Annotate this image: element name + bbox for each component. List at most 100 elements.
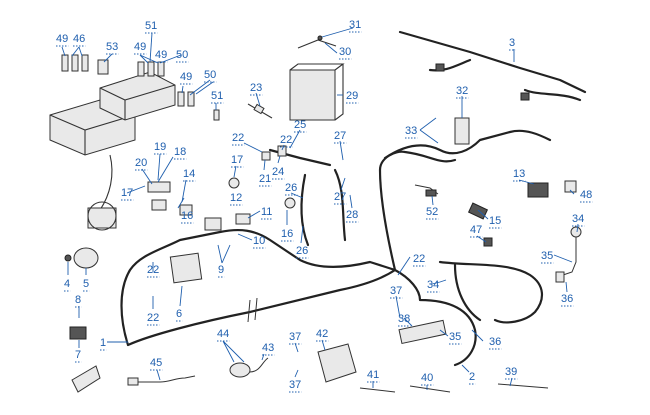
callout-34a[interactable]: 34 <box>572 213 584 225</box>
callout-12[interactable]: 12 <box>230 192 242 204</box>
callout-35b[interactable]: 35 <box>449 331 461 343</box>
callout-20[interactable]: 20 <box>135 157 147 169</box>
horn-5 <box>73 247 99 269</box>
callout-14[interactable]: 14 <box>183 168 195 180</box>
fuse-box-cover-edge <box>49 114 136 155</box>
callout-9[interactable]: 9 <box>218 264 224 276</box>
callout-37a[interactable]: 37 <box>390 285 402 297</box>
callout-17b[interactable]: 17 <box>231 154 243 166</box>
callout-16b[interactable]: 16 <box>281 228 293 240</box>
callout-22a[interactable]: 22 <box>232 132 244 144</box>
callout-50b[interactable]: 50 <box>204 69 216 81</box>
harness-break-mark <box>247 297 258 323</box>
battery-29 <box>289 69 336 121</box>
fuse-block-38 <box>398 319 447 345</box>
callout-36a[interactable]: 36 <box>561 293 573 305</box>
harness-33 <box>383 129 552 160</box>
callout-46[interactable]: 46 <box>73 33 85 45</box>
callout-26a[interactable]: 26 <box>285 182 297 194</box>
callout-31[interactable]: 31 <box>349 19 361 31</box>
harness-45 <box>130 375 196 383</box>
callout-22d[interactable]: 22 <box>147 312 159 324</box>
connector-35 <box>555 271 565 283</box>
callout-13[interactable]: 13 <box>513 168 525 180</box>
callout-39[interactable]: 39 <box>505 366 517 378</box>
callout-23[interactable]: 23 <box>250 82 262 94</box>
harness-3-connector-a <box>435 63 445 72</box>
callout-19[interactable]: 19 <box>154 141 166 153</box>
callout-47[interactable]: 47 <box>470 224 482 236</box>
callout-37c[interactable]: 37 <box>289 379 301 391</box>
callout-38[interactable]: 38 <box>398 313 410 325</box>
callout-7[interactable]: 7 <box>75 349 81 361</box>
callout-21[interactable]: 21 <box>259 173 271 185</box>
callout-15[interactable]: 15 <box>489 215 501 227</box>
harness-rear-section <box>438 260 543 324</box>
callout-6[interactable]: 6 <box>176 308 182 320</box>
callout-18[interactable]: 18 <box>174 146 186 158</box>
callout-30[interactable]: 30 <box>339 46 351 58</box>
callout-35a[interactable]: 35 <box>541 250 553 262</box>
part-15 <box>467 202 489 220</box>
bolt-4 <box>64 254 72 262</box>
callout-11[interactable]: 11 <box>261 206 272 218</box>
callout-4[interactable]: 4 <box>64 278 70 290</box>
sensor-36 <box>559 236 577 277</box>
callout-5[interactable]: 5 <box>83 278 89 290</box>
callout-48[interactable]: 48 <box>580 189 592 201</box>
callout-24[interactable]: 24 <box>272 166 284 178</box>
sensor-43-wire <box>249 357 269 373</box>
harness-3-connector-b <box>520 92 530 101</box>
callout-36b[interactable]: 36 <box>489 336 501 348</box>
callout-40[interactable]: 40 <box>421 372 433 384</box>
callout-1[interactable]: 1 <box>100 337 106 349</box>
callout-3[interactable]: 3 <box>509 37 515 49</box>
callout-37b[interactable]: 37 <box>289 331 301 343</box>
callout-27a[interactable]: 27 <box>334 130 346 142</box>
callout-10[interactable]: 10 <box>253 235 265 247</box>
part-48 <box>564 180 577 193</box>
callout-8[interactable]: 8 <box>75 294 81 306</box>
sensor-44 <box>229 362 251 378</box>
callout-51b[interactable]: 51 <box>211 90 223 102</box>
callout-16a[interactable]: 16 <box>181 210 193 222</box>
callout-43[interactable]: 43 <box>262 342 274 354</box>
bracket-bottom-left <box>71 365 101 393</box>
module-42 <box>317 343 357 383</box>
callout-50a[interactable]: 50 <box>176 49 188 61</box>
callout-34b[interactable]: 34 <box>427 279 439 291</box>
callout-51a[interactable]: 51 <box>145 20 157 32</box>
callout-25[interactable]: 25 <box>294 119 306 131</box>
line-art <box>49 30 587 393</box>
callout-32[interactable]: 32 <box>456 85 468 97</box>
callout-49c[interactable]: 49 <box>155 49 167 61</box>
callout-33[interactable]: 33 <box>405 125 417 137</box>
callout-28[interactable]: 28 <box>346 209 358 221</box>
battery-29-edge <box>289 63 345 121</box>
callout-22c[interactable]: 22 <box>147 264 159 276</box>
part-7 <box>69 326 87 340</box>
part-47 <box>483 237 493 247</box>
callout-27b[interactable]: 27 <box>334 191 346 203</box>
callout-17a[interactable]: 17 <box>121 187 133 199</box>
relay-module <box>87 207 117 229</box>
callout-labels: 1 2 3 4 5 6 7 8 9 10 11 12 13 14 15 16 1… <box>56 19 593 393</box>
battery-cable-30 <box>297 39 337 49</box>
callout-41[interactable]: 41 <box>367 369 379 381</box>
callout-2[interactable]: 2 <box>469 371 475 383</box>
callout-42[interactable]: 42 <box>316 328 328 340</box>
callout-22b[interactable]: 22 <box>280 134 292 146</box>
callout-49d[interactable]: 49 <box>180 71 192 83</box>
callout-49a[interactable]: 49 <box>56 33 68 45</box>
callout-26b[interactable]: 26 <box>296 245 308 257</box>
callout-45[interactable]: 45 <box>150 357 162 369</box>
battery-terminal-31 <box>317 35 323 41</box>
sensor-34 <box>570 226 582 238</box>
callout-49b[interactable]: 49 <box>134 41 146 53</box>
callout-53[interactable]: 53 <box>106 41 118 53</box>
callout-29[interactable]: 29 <box>346 90 358 102</box>
callout-52[interactable]: 52 <box>426 206 438 218</box>
callout-22e[interactable]: 22 <box>413 253 425 265</box>
callout-44[interactable]: 44 <box>217 328 229 340</box>
